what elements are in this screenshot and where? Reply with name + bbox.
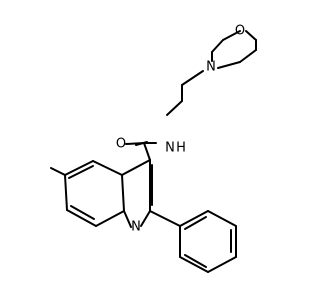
amide-hydrogen-label: H bbox=[176, 141, 186, 156]
bond bbox=[179, 256, 209, 273]
bond bbox=[121, 174, 125, 212]
atom-labels: O N N H O N bbox=[116, 24, 245, 235]
bond bbox=[143, 142, 151, 161]
molecule-structure: O N N H O N bbox=[50, 24, 257, 273]
amide-nitrogen-label: N bbox=[165, 141, 175, 156]
bond bbox=[92, 160, 123, 176]
bond bbox=[239, 49, 257, 63]
bond bbox=[135, 141, 148, 146]
structure-canvas: O N N H O N bbox=[50, 24, 257, 273]
bond bbox=[211, 39, 224, 53]
bond bbox=[245, 30, 257, 41]
bond bbox=[166, 100, 183, 116]
bond bbox=[121, 159, 151, 176]
morpholine-oxygen-label: O bbox=[235, 24, 245, 39]
bond bbox=[207, 256, 237, 273]
bond bbox=[66, 209, 97, 227]
bond bbox=[70, 205, 95, 220]
bond bbox=[217, 61, 241, 69]
morpholine-nitrogen-label: N bbox=[206, 60, 216, 75]
bond bbox=[95, 210, 125, 227]
bond bbox=[140, 210, 151, 227]
quinoline-nitrogen-label: N bbox=[131, 220, 141, 235]
bond bbox=[68, 165, 94, 179]
bond bbox=[184, 216, 207, 230]
bond bbox=[64, 174, 68, 211]
bond-lines bbox=[50, 30, 257, 273]
bond bbox=[184, 254, 207, 268]
bond bbox=[149, 210, 181, 227]
bond bbox=[50, 167, 66, 176]
bond bbox=[123, 210, 132, 228]
bond bbox=[222, 30, 241, 41]
carbonyl-oxygen-label: O bbox=[116, 137, 126, 152]
bond bbox=[64, 160, 94, 176]
bond bbox=[207, 210, 237, 227]
bond bbox=[179, 210, 209, 227]
bond bbox=[181, 70, 204, 86]
